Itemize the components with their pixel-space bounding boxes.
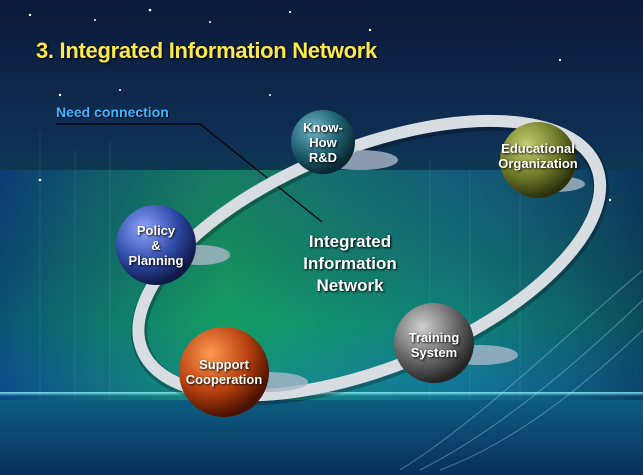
educational-sphere	[500, 122, 576, 198]
horizon-glow	[0, 392, 643, 396]
stars	[28, 8, 612, 202]
center-line-1: Integrated	[308, 232, 392, 251]
knowhow-line-1: Know-	[303, 120, 343, 135]
center-line-3: Network	[316, 276, 384, 295]
support-sphere	[179, 327, 269, 417]
policy-line-1: Policy	[136, 223, 176, 238]
support-line-2: Cooperation	[185, 372, 263, 387]
knowhow-line-3: R&D	[308, 150, 338, 165]
node-educational-label: Educational Organization	[488, 141, 588, 171]
center-label: Integrated Information Network	[270, 231, 430, 297]
node-training-label: Training System	[394, 330, 474, 360]
center-line-2: Information	[303, 254, 397, 273]
educational-line-1: Educational	[501, 141, 575, 156]
node-support-label: Support Cooperation	[168, 357, 280, 387]
educational-line-2: Organization	[498, 156, 578, 171]
node-knowhow-label: Know- How R&D	[293, 120, 353, 165]
policy-line-3: Planning	[128, 253, 184, 268]
need-connection-label: Need connection	[56, 104, 169, 120]
policy-sphere	[116, 205, 196, 285]
knowhow-line-2: How	[309, 135, 337, 150]
light-rays	[39, 130, 521, 400]
node-policy-label: Policy & Planning	[116, 223, 196, 268]
support-line-1: Support	[199, 357, 249, 372]
slide-title: 3. Integrated Information Network	[36, 38, 377, 63]
training-sphere	[394, 303, 474, 383]
knowhow-sphere	[291, 110, 355, 174]
policy-line-2: &	[151, 238, 161, 253]
training-line-2: System	[410, 345, 458, 360]
training-line-1: Training	[408, 330, 460, 345]
annotation-connector	[199, 123, 323, 223]
